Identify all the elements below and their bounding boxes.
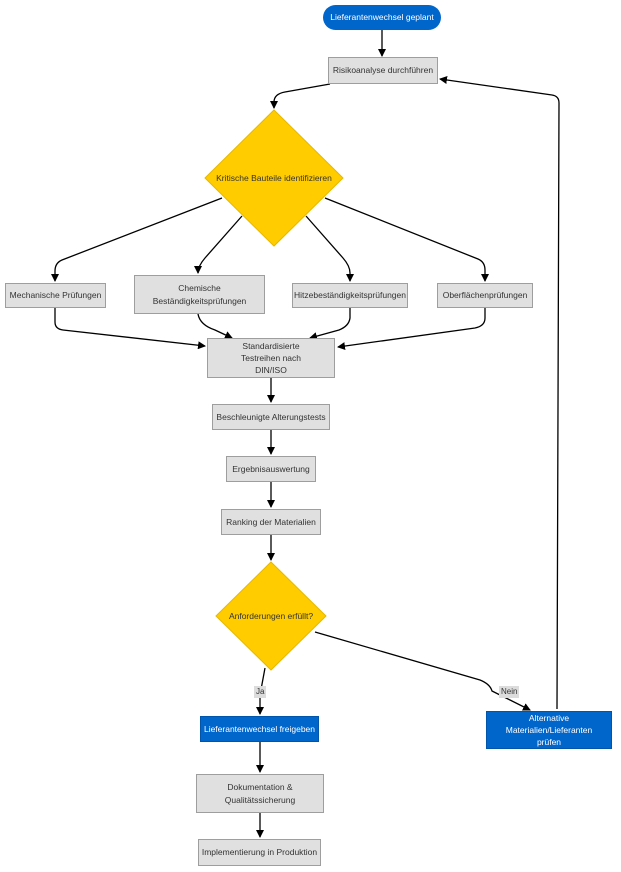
edge-label-yes: Ja	[254, 686, 267, 698]
edge-critical-mech	[51, 197, 223, 282]
standard-tests-node: Standardisierte Testreihen nach DIN/ISO	[207, 338, 335, 378]
edge-label-no: Nein	[499, 686, 520, 698]
mechanical-tests-node: Mechanische Prüfungen	[5, 283, 106, 308]
implementation-node: Implementierung in Produktion	[198, 839, 321, 866]
edge-critical-surface	[324, 197, 489, 282]
requirements-label: Anforderungen erfüllt?	[228, 611, 314, 621]
edge-chem-standard	[197, 313, 233, 339]
aging-tests-node: Beschleunigte Alterungstests	[212, 404, 330, 430]
edge-alternative-risk	[439, 76, 560, 710]
edge-critical-heat	[305, 215, 354, 282]
edge-mech-standard	[54, 307, 206, 350]
documentation-node: Dokumentation & Qualitätssicherung	[196, 774, 324, 813]
edge-risk-critical	[270, 83, 331, 109]
surface-tests-node: Oberflächenprüfungen	[437, 283, 533, 308]
heat-tests-node: Hitzebeständigkeitsprüfungen	[292, 283, 408, 308]
decision-diamond-critical	[204, 109, 344, 247]
edge-critical-chem	[194, 215, 243, 274]
risk-analysis-node: Risikoanalyse durchführen	[328, 57, 438, 84]
ranking-node: Ranking der Materialien	[221, 509, 321, 535]
approve-change-node: Lieferantenwechsel freigeben	[200, 716, 319, 742]
evaluation-node: Ergebnisauswertung	[226, 456, 316, 482]
edge-surface-standard	[337, 307, 486, 351]
critical-parts-label: Kritische Bauteile identifizieren	[216, 173, 332, 183]
start-node: Lieferantenwechsel geplant	[323, 5, 441, 30]
decision-diamond-requirements	[215, 561, 327, 671]
edge-requirements-alternative	[314, 631, 531, 711]
chemical-tests-node: Chemische Beständigkeitsprüfungen	[134, 275, 265, 314]
edge-heat-standard	[309, 307, 351, 340]
alternative-node: Alternative Materialien/Lieferanten prüf…	[486, 711, 612, 749]
